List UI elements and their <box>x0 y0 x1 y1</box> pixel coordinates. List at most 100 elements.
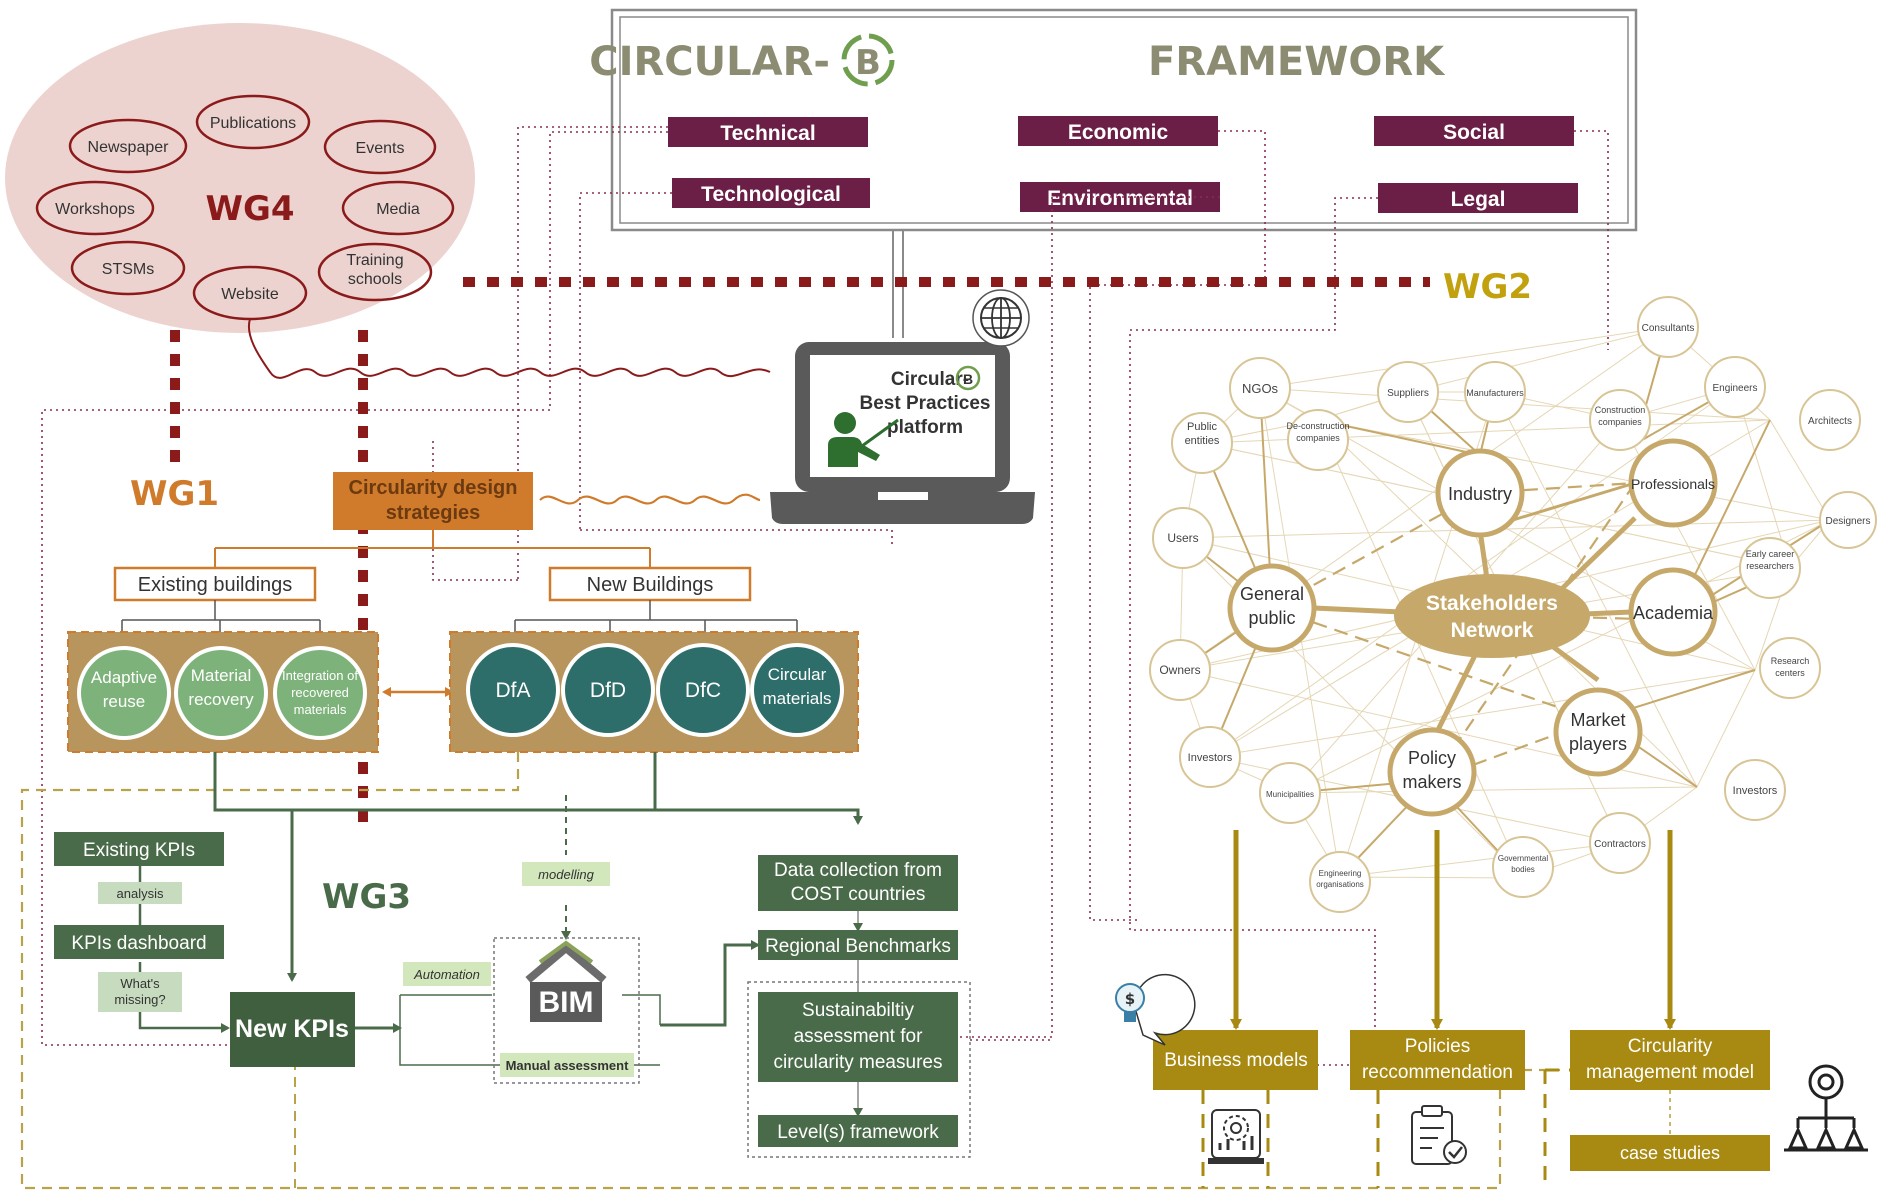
node-consultants <box>1637 296 1699 358</box>
svg-text:Contractors: Contractors <box>1594 839 1646 850</box>
node-research-centers <box>1759 637 1821 699</box>
hub-general-public: General public <box>1227 563 1317 653</box>
node-engineers <box>1704 356 1766 418</box>
svg-text:Professionals: Professionals <box>1631 476 1715 492</box>
outer-nodes <box>1149 296 1877 913</box>
svg-text:Business models: Business models <box>1164 1050 1308 1071</box>
clipboard-check-icon <box>1411 1105 1467 1165</box>
wg3-dashed-zone <box>20 752 1560 1190</box>
svg-text:DfD: DfD <box>590 679 626 702</box>
outer-node-labels: Consultants NGOs Suppliers Manufacturers… <box>1159 323 1870 889</box>
dimension-environmental: Environmental <box>1020 182 1220 212</box>
new-kpis-box: New KPIs <box>230 992 355 1067</box>
existing-strategies-panel: Adaptive reuse Material recovery Integra… <box>67 631 379 753</box>
svg-text:B: B <box>855 43 881 83</box>
gear-chart-icon <box>1208 1109 1264 1164</box>
data-collection-box: Data collection from COST countries <box>758 855 958 911</box>
platform-line3: platform <box>887 417 963 438</box>
svg-text:Existing KPIs: Existing KPIs <box>83 840 195 861</box>
presenter-icon <box>828 412 899 467</box>
svg-text:Events: Events <box>356 140 405 157</box>
hub-market-players: Market players <box>1553 687 1643 777</box>
stakeholders-center: Stakeholders Network <box>1394 574 1590 658</box>
svg-text:Suppliers: Suppliers <box>1387 388 1429 399</box>
svg-text:B: B <box>963 371 973 387</box>
node-contractors <box>1589 812 1651 874</box>
bim-thin-connectors <box>399 994 661 1066</box>
svg-text:modelling: modelling <box>538 867 594 882</box>
platform-line1: Circular- <box>891 369 969 390</box>
management-model-box: Circularity management model <box>1570 1030 1770 1090</box>
framework-title-left: CIRCULAR- <box>589 39 830 85</box>
hub-academia: Academia <box>1628 567 1718 657</box>
svg-text:Investors: Investors <box>1733 785 1778 797</box>
svg-text:DfC: DfC <box>685 679 721 702</box>
svg-text:DfA: DfA <box>495 679 530 702</box>
assessment-dotted-frame <box>747 981 971 1158</box>
wg4-item-events: Events <box>323 119 437 175</box>
automation-label: Automation <box>403 962 491 986</box>
hub-policy-makers: Policy makers <box>1387 727 1477 817</box>
svg-text:New KPIs: New KPIs <box>235 1015 349 1043</box>
node-public-entities <box>1171 412 1233 474</box>
policies-box: Policies reccommendation <box>1350 1030 1525 1090</box>
wg1-label: WG1 <box>130 474 219 514</box>
svg-text:Owners: Owners <box>1159 663 1200 677</box>
output-arrows <box>1230 830 1676 1030</box>
strategy-dfd: DfD <box>561 643 655 737</box>
framework-title-right: FRAMEWORK <box>1148 39 1446 85</box>
bim-text: BIM <box>539 986 594 1019</box>
svg-text:Architects: Architects <box>1808 416 1852 427</box>
regional-benchmarks-box: Regional Benchmarks <box>758 930 958 960</box>
business-models-box: Business models <box>1153 1030 1318 1090</box>
svg-text:case studies: case studies <box>1620 1143 1720 1163</box>
node-designers <box>1819 491 1877 549</box>
levels-framework-box: Level(s) framework <box>758 1115 958 1147</box>
svg-text:STSMs: STSMs <box>102 261 154 278</box>
svg-text:Engineers: Engineers <box>1712 383 1757 394</box>
kpis-dashboard-box: KPIs dashboard <box>54 925 224 959</box>
svg-text:Website: Website <box>221 286 279 303</box>
svg-text:Economic: Economic <box>1068 121 1169 144</box>
platform-logo-icon: B <box>955 365 981 391</box>
org-chart-icon <box>1784 1064 1868 1152</box>
node-architects <box>1799 389 1861 451</box>
svg-text:Publications: Publications <box>210 115 296 132</box>
best-practices-platform: Circular- B Best Practices platform <box>770 289 1035 524</box>
website-wave-connector <box>247 318 771 379</box>
node-suppliers <box>1377 361 1439 423</box>
svg-text:$: $ <box>1125 990 1135 1008</box>
globe-icon <box>972 289 1030 347</box>
node-deconstruction-companies <box>1287 409 1349 471</box>
svg-text:Legal: Legal <box>1451 188 1506 211</box>
green-flow-lines <box>213 752 863 1033</box>
svg-text:Newspaper: Newspaper <box>88 139 170 156</box>
new-branch <box>514 600 798 640</box>
svg-text:Consultants: Consultants <box>1642 323 1695 334</box>
missing-to-newkpi-arrow <box>138 1012 230 1033</box>
wg4-label: WG4 <box>205 189 294 229</box>
svg-text:NGOs: NGOs <box>1242 381 1279 396</box>
dimension-social: Social <box>1374 116 1574 146</box>
wg4-item-training-schools: Training schools <box>317 242 433 302</box>
new-buildings-box: New Buildings <box>548 566 752 602</box>
node-municipalities <box>1259 762 1321 824</box>
dimension-economic: Economic <box>1018 116 1218 146</box>
wg3-label: WG3 <box>322 877 411 917</box>
node-engineering-organisations <box>1309 851 1371 913</box>
bim-block: BIM Manual assessment <box>493 937 640 1084</box>
strategy-material-recovery: Material recovery <box>174 646 268 740</box>
svg-text:Designers: Designers <box>1825 516 1870 527</box>
node-early-career <box>1739 537 1801 599</box>
modelling-label: modelling <box>522 862 610 886</box>
case-studies-box: case studies <box>1570 1135 1770 1171</box>
stakeholders-network: Stakeholders Network Industry Profession… <box>1149 296 1877 913</box>
manual-assessment-label: Manual assessment <box>506 1058 630 1073</box>
svg-text:New Buildings: New Buildings <box>587 574 714 596</box>
svg-text:Workshops: Workshops <box>55 201 135 218</box>
node-users <box>1152 507 1214 569</box>
strategies-branch <box>214 530 651 568</box>
existing-branch <box>121 600 321 640</box>
wg4-item-publications: Publications <box>195 94 311 150</box>
